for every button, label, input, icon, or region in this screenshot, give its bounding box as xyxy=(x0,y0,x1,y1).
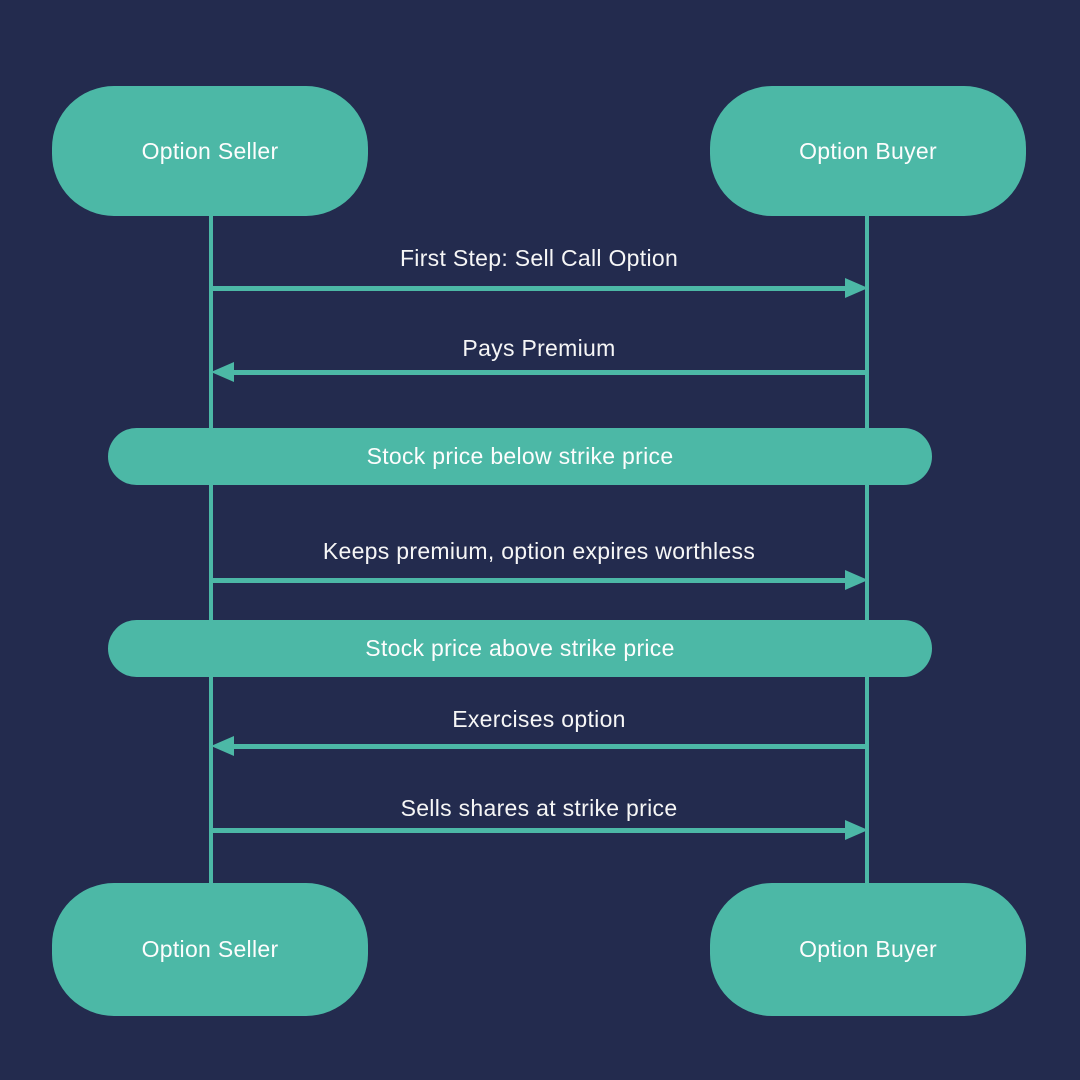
condition-band-above-strike: Stock price above strike price xyxy=(108,620,932,677)
actor-label: Option Buyer xyxy=(799,137,937,164)
message-label-keeps-premium: Keeps premium, option expires worthless xyxy=(322,538,756,564)
message-label-sell-call-option: First Step: Sell Call Option xyxy=(399,245,679,271)
message-arrow-right xyxy=(211,820,868,841)
arrow-shaft xyxy=(230,370,868,375)
actor-box-option-buyer-bottom: Option Buyer xyxy=(710,883,1026,1016)
message-arrow-left xyxy=(211,362,868,383)
lifeline-option-seller xyxy=(209,216,213,883)
condition-label: Stock price above strike price xyxy=(365,635,675,661)
message-label-pays-premium: Pays Premium xyxy=(462,335,616,361)
arrow-shaft xyxy=(230,744,868,749)
arrow-shaft xyxy=(211,286,849,291)
condition-label: Stock price below strike price xyxy=(366,443,674,469)
actor-label: Option Seller xyxy=(141,936,279,962)
arrow-head-right-icon xyxy=(845,278,868,298)
arrow-head-right-icon xyxy=(845,570,868,590)
message-label-sells-shares: Sells shares at strike price xyxy=(400,795,678,821)
message-arrow-right xyxy=(211,570,868,591)
arrow-shaft xyxy=(211,578,849,583)
lifeline-option-buyer xyxy=(865,216,869,883)
arrow-shaft xyxy=(211,828,849,833)
condition-band-below-strike: Stock price below strike price xyxy=(108,428,932,485)
actor-label: Option Buyer xyxy=(799,936,937,962)
arrow-head-left-icon xyxy=(211,362,234,382)
actor-label: Option Seller xyxy=(141,137,279,164)
actor-box-option-buyer-top: Option Buyer xyxy=(710,86,1026,216)
message-arrow-right xyxy=(211,278,868,299)
actor-box-option-seller-top: Option Seller xyxy=(52,86,368,216)
message-label-exercises-option: Exercises option xyxy=(452,706,626,732)
message-arrow-left xyxy=(211,736,868,757)
arrow-head-left-icon xyxy=(211,736,234,756)
arrow-head-right-icon xyxy=(845,820,868,840)
actor-box-option-seller-bottom: Option Seller xyxy=(52,883,368,1016)
